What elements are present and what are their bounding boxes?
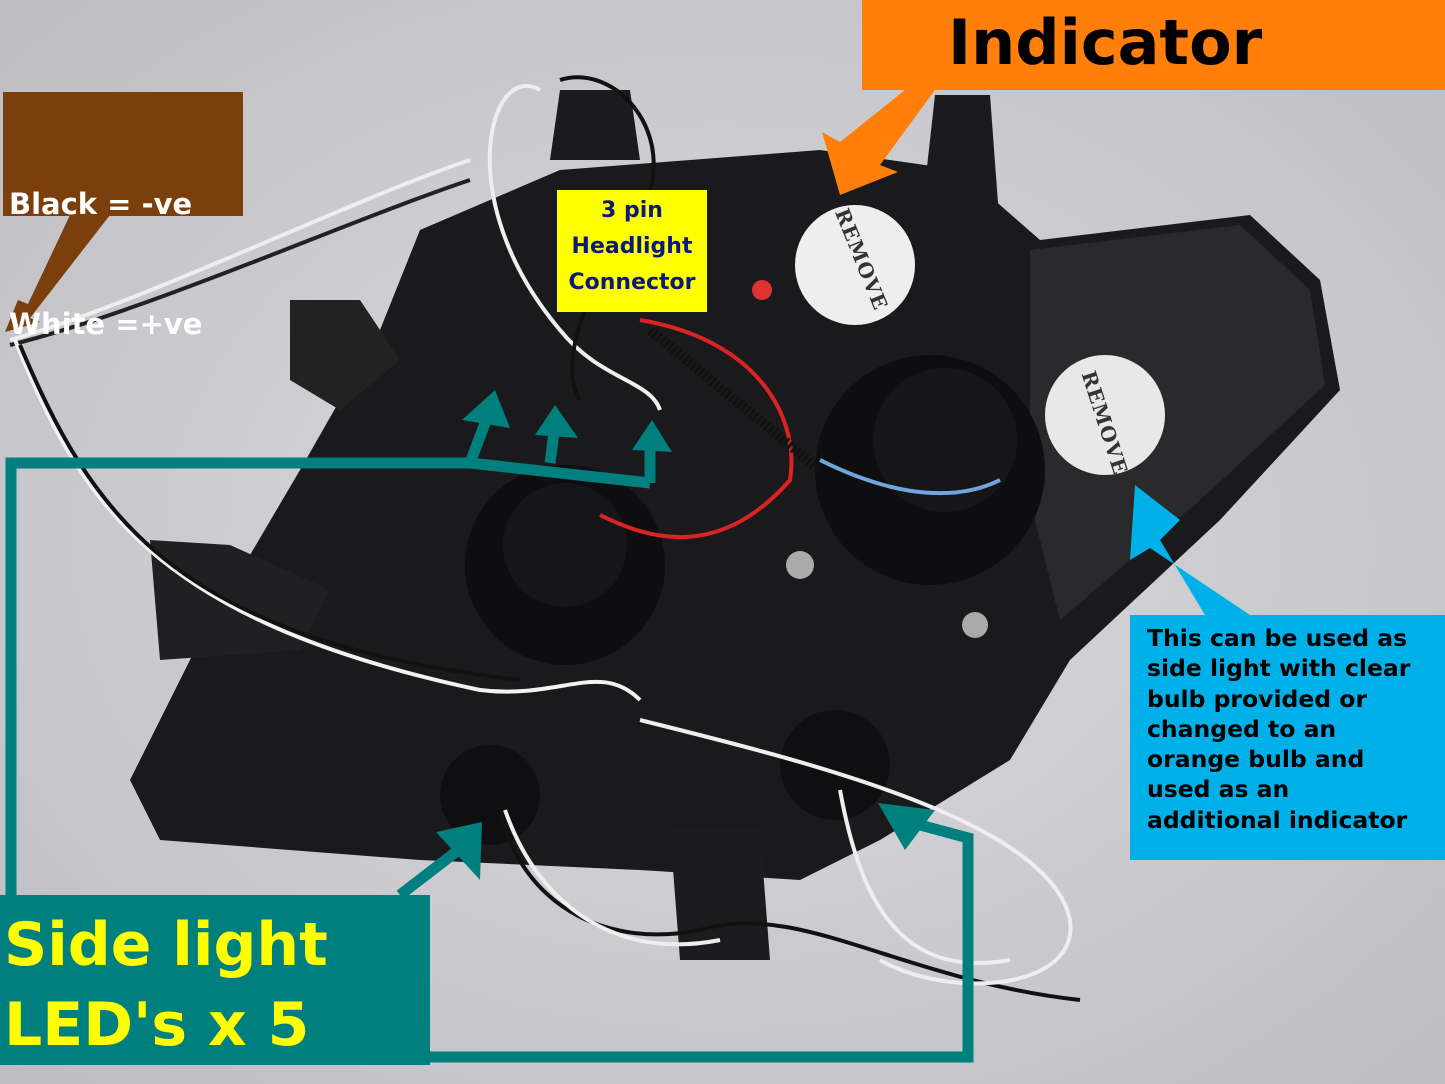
indicator-callout: Indicator (862, 0, 1445, 90)
orange-arrow (822, 90, 935, 195)
wires (9, 75, 1081, 1002)
wire-polarity-callout: Black = -ve White =+ve (3, 92, 243, 341)
connector-line: Headlight (571, 234, 693, 259)
side-light-line: LED's x 5 (4, 990, 310, 1060)
connector-callout: 3 pin Headlight Connector (557, 190, 707, 312)
connector-line: Connector (568, 270, 696, 295)
info-line: bulb provided or (1147, 684, 1368, 713)
info-line: changed to an (1147, 714, 1337, 743)
side-light-callout: Side light LED's x 5 (0, 895, 430, 1065)
info-line: used as an (1147, 775, 1290, 804)
teal-arrowheads (436, 390, 935, 880)
blue-arrow (1130, 485, 1250, 615)
side-light-line: Side light (4, 910, 328, 980)
polarity-line: Black = -ve (9, 187, 193, 221)
teal-frame (5, 408, 974, 1063)
info-line: This can be used as (1147, 624, 1408, 652)
side-light-info-callout: This can be used as side light with clea… (1130, 615, 1445, 860)
info-line: orange bulb and (1147, 745, 1365, 774)
headlight-housing (130, 90, 1340, 960)
indicator-label: Indicator (948, 6, 1263, 79)
remove-sticker: REMOVE (1045, 355, 1165, 478)
info-line: additional indicator (1147, 805, 1408, 834)
connector-line: 3 pin (601, 198, 663, 223)
polarity-line: White =+ve (9, 307, 203, 341)
remove-sticker: REMOVE (795, 205, 915, 325)
brown-arrow (5, 215, 110, 332)
info-line: side light with clear (1147, 654, 1411, 683)
